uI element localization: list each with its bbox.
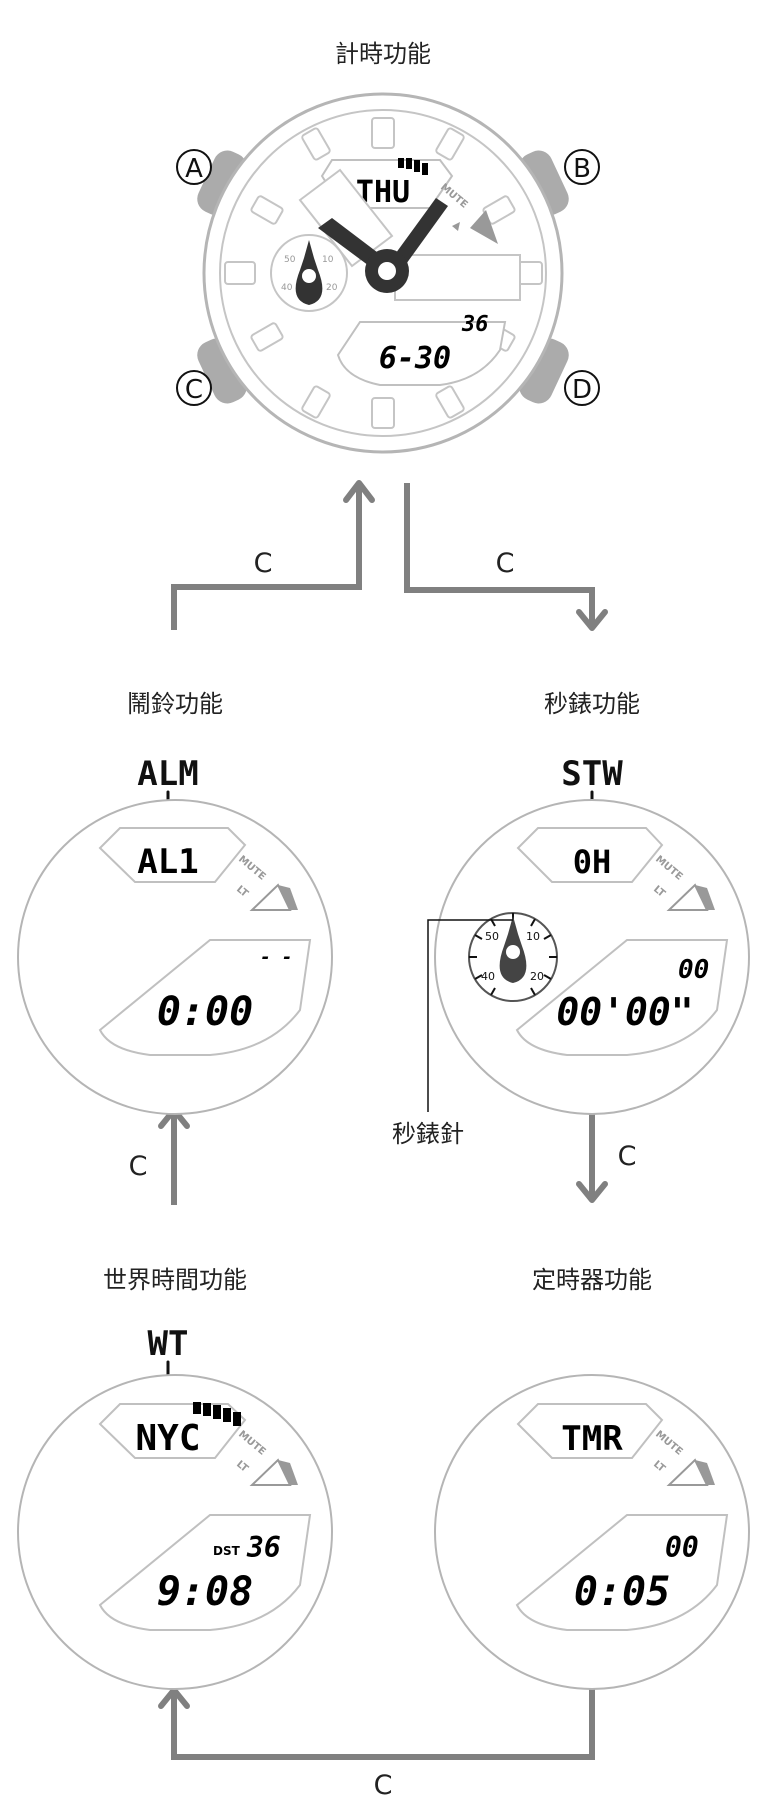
button-label-d: D [564, 370, 600, 406]
timer-upper: TMR [561, 1419, 623, 1459]
minute-hand-frame [394, 254, 521, 301]
stopwatch-time: 00'00" [556, 990, 693, 1034]
subdial-tick-50: 50 [284, 255, 296, 265]
press-c-label-right: C [618, 1141, 637, 1172]
svg-text:D: D [572, 375, 592, 405]
watch-timekeeping: THU MUTE 36 6-30 50 10 40 20 A B [176, 92, 600, 454]
press-c-label-left: C [129, 1151, 148, 1182]
display-stopwatch: STW 0H MUTE LT 50 10 40 20 00 [392, 754, 750, 1148]
side-button-a[interactable] [193, 146, 252, 220]
worldtime-power-indicator [193, 1402, 241, 1426]
press-c-label-top-left: C [254, 548, 273, 579]
worldtime-mute-fill [278, 1460, 298, 1485]
subdial-tick-10: 10 [322, 255, 334, 265]
worldtime-code: WT [148, 1324, 189, 1364]
arrowhead-up-bottom [158, 1687, 190, 1709]
stopwatch-code: STW [561, 754, 623, 794]
subdial-tick-40: 40 [281, 283, 293, 293]
worldtime-upper-panel [98, 1403, 247, 1459]
stopwatch-upper-panel [516, 827, 664, 883]
stopwatch-hand-label: 秒錶針 [392, 1120, 464, 1148]
timer-time: 0:05 [574, 1569, 670, 1615]
power-indicator [398, 158, 428, 175]
timer-lower-panel [515, 1514, 729, 1631]
button-label-b: B [564, 149, 600, 185]
title-timer: 定時器功能 [532, 1266, 652, 1294]
flow-arrow-timer-to-worldtime [171, 1685, 595, 1760]
hand-pivot-center [378, 262, 396, 280]
svg-text:C: C [185, 375, 203, 405]
svg-text:A: A [185, 154, 203, 184]
title-stopwatch: 秒錶功能 [544, 690, 640, 718]
timekeeping-seconds: 36 [461, 312, 489, 337]
subdial-pivot [302, 269, 316, 283]
stopwatch-tick-10: 10 [526, 930, 540, 943]
stopwatch-tick-20: 20 [530, 970, 544, 983]
stopwatch-tick-40: 40 [481, 970, 495, 983]
alarm-mute-fill [278, 885, 298, 910]
alarm-time: 0:00 [157, 989, 253, 1035]
flow-arrow-alarm-to-timekeeping [171, 483, 362, 630]
press-c-label-bottom: C [374, 1770, 393, 1801]
worldtime-upper: NYC [135, 1418, 200, 1459]
arrowhead-up-top [343, 480, 375, 503]
worldtime-lower-panel [98, 1514, 312, 1631]
stopwatch-upper: 0H [573, 843, 612, 881]
flow-arrow-timekeeping-to-stopwatch [404, 483, 595, 628]
alarm-code: ALM [137, 754, 198, 794]
worldtime-dst: DST [213, 1544, 241, 1558]
stopwatch-seconds: 00 [678, 955, 709, 985]
title-world-time: 世界時間功能 [103, 1266, 247, 1294]
timer-mute-fill [695, 1460, 715, 1485]
display-world-time: WT NYC MUTE LT DST 36 9:08 [17, 1324, 333, 1690]
button-label-c: C [176, 370, 212, 406]
alarm-upper-panel [98, 827, 247, 883]
alarm-upper: AL1 [137, 842, 198, 882]
lt-marker [452, 222, 460, 231]
mute-wedge [470, 210, 498, 244]
side-button-c[interactable] [193, 334, 252, 408]
alarm-lower-panel [98, 939, 312, 1056]
worldtime-time: 9:08 [157, 1569, 253, 1615]
stopwatch-mute-fill [695, 885, 715, 910]
stopwatch-tick-50: 50 [485, 930, 499, 943]
hour-markers [224, 117, 543, 429]
subdial-tick-20: 20 [326, 283, 338, 293]
display-alarm: ALM AL1 MUTE LT - - 0:00 [17, 754, 333, 1115]
stopwatch-lower-panel [515, 939, 729, 1056]
svg-text:B: B [573, 154, 591, 184]
arrowhead-down-right [576, 1181, 608, 1203]
button-label-a: A [176, 149, 212, 185]
display-timer: TMR MUTE LT 00 0:05 [434, 1374, 750, 1690]
timekeeping-date: 6-30 [379, 341, 451, 376]
arrowhead-down-top-right [576, 609, 608, 631]
title-timekeeping: 計時功能 [335, 40, 431, 68]
press-c-label-top-right: C [496, 548, 515, 579]
alarm-seconds: - - [260, 947, 293, 968]
title-alarm: 鬧鈴功能 [127, 690, 223, 718]
side-button-d[interactable] [515, 334, 574, 408]
timer-upper-panel [516, 1403, 664, 1459]
worldtime-seconds: 36 [246, 1531, 281, 1564]
stopwatch-hand-callout-line [427, 919, 513, 1112]
stopwatch-subdial-pivot [506, 945, 520, 959]
side-button-b[interactable] [515, 146, 574, 220]
lower-lcd-panel [336, 321, 507, 386]
timer-seconds: 00 [665, 1531, 699, 1564]
